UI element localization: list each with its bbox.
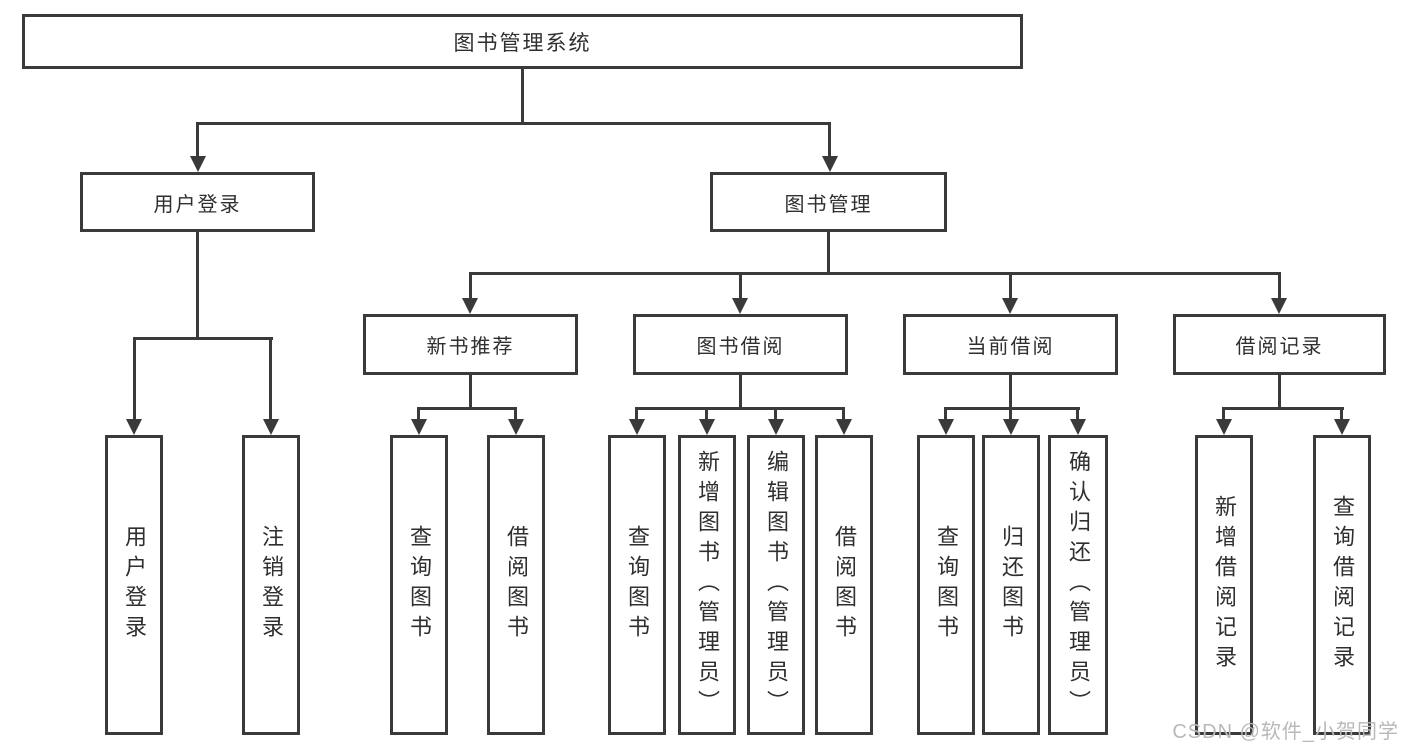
node-book-borrow: 图书借阅 bbox=[633, 314, 848, 375]
connector-to-leaf-query-record bbox=[1340, 407, 1343, 419]
leaf-user-login-label: 用户登录 bbox=[122, 525, 147, 645]
connector-book-borrow-bar bbox=[635, 407, 845, 410]
connector-borrow-records-bar bbox=[1222, 407, 1344, 410]
arrowhead-leaf-query-books-3 bbox=[938, 419, 954, 435]
node-borrow-records: 借阅记录 bbox=[1173, 314, 1386, 375]
leaf-borrow-books-2-label: 借阅图书 bbox=[832, 525, 857, 645]
leaf-query-books-3: 查询图书 bbox=[917, 435, 975, 735]
arrowhead-leaf-borrow-books-1 bbox=[508, 419, 524, 435]
leaf-add-borrow-record-label: 新增借阅记录 bbox=[1212, 495, 1237, 675]
connector-to-leaf-query-books-1 bbox=[417, 407, 420, 419]
leaf-query-books-1: 查询图书 bbox=[390, 435, 448, 735]
arrowhead-leaf-user-login bbox=[126, 419, 142, 435]
arrowhead-new-book-rec bbox=[462, 298, 478, 314]
node-book-borrow-label: 图书借阅 bbox=[696, 336, 785, 358]
connector-to-book-borrow bbox=[739, 272, 742, 298]
connector-to-leaf-edit-book bbox=[774, 407, 777, 419]
connector-to-leaf-add-record bbox=[1222, 407, 1225, 419]
connector-borrow-records-stem bbox=[1278, 375, 1281, 407]
connector-to-borrow-records bbox=[1278, 272, 1281, 298]
arrowhead-leaf-borrow-books-2 bbox=[836, 419, 852, 435]
node-book-mgmt: 图书管理 bbox=[710, 172, 947, 232]
connector-to-leaf-confirm-return bbox=[1076, 407, 1079, 419]
node-library-system: 图书管理系统 bbox=[22, 14, 1023, 69]
connector-to-book-mgmt bbox=[828, 122, 831, 158]
arrowhead-leaf-query-books-2 bbox=[629, 419, 645, 435]
connector-to-leaf-logout bbox=[269, 337, 272, 419]
leaf-query-books-2: 查询图书 bbox=[608, 435, 666, 735]
node-user-login-label: 用户登录 bbox=[153, 193, 242, 216]
leaf-query-books-1-label: 查询图书 bbox=[407, 525, 432, 645]
leaf-borrow-books-1: 借阅图书 bbox=[487, 435, 545, 735]
leaf-add-borrow-record: 新增借阅记录 bbox=[1195, 435, 1253, 735]
arrowhead-leaf-edit-book bbox=[768, 419, 784, 435]
node-user-login: 用户登录 bbox=[80, 172, 315, 232]
connector-to-leaf-user-login bbox=[133, 337, 136, 419]
leaf-borrow-books-2: 借阅图书 bbox=[815, 435, 873, 735]
leaf-borrow-books-1-label: 借阅图书 bbox=[504, 525, 529, 645]
node-book-mgmt-label: 图书管理 bbox=[784, 193, 873, 216]
node-borrow-records-label: 借阅记录 bbox=[1235, 336, 1324, 358]
leaf-add-book-admin: 新增图书（管理员） bbox=[678, 435, 736, 735]
connector-to-leaf-return-book bbox=[1009, 407, 1012, 419]
leaf-add-book-admin-label: 新增图书（管理员） bbox=[695, 450, 720, 720]
connector-book-borrow-stem bbox=[739, 375, 742, 407]
leaf-return-book: 归还图书 bbox=[982, 435, 1040, 735]
leaf-query-books-2-label: 查询图书 bbox=[625, 525, 650, 645]
arrowhead-book-borrow bbox=[732, 298, 748, 314]
connector-book-mgmt-stem bbox=[827, 232, 830, 272]
connector-book-mgmt-bar bbox=[469, 272, 1281, 275]
arrowhead-leaf-return-book bbox=[1003, 419, 1019, 435]
leaf-query-borrow-record-label: 查询借阅记录 bbox=[1330, 495, 1355, 675]
connector-current-borrow-bar bbox=[944, 407, 1080, 410]
connector-user-login-bar bbox=[133, 337, 273, 340]
arrowhead-book-mgmt bbox=[822, 156, 838, 172]
arrowhead-user-login bbox=[190, 156, 206, 172]
connector-root-stem bbox=[521, 69, 524, 122]
arrowhead-leaf-query-books-1 bbox=[411, 419, 427, 435]
arrowhead-borrow-records bbox=[1271, 298, 1287, 314]
watermark: CSDN @软件_小贺同学 bbox=[1172, 721, 1399, 743]
connector-to-current-borrow bbox=[1009, 272, 1012, 298]
connector-to-leaf-borrow-books-2 bbox=[842, 407, 845, 419]
leaf-logout: 注销登录 bbox=[242, 435, 300, 735]
connector-to-leaf-query-books-3 bbox=[944, 407, 947, 419]
connector-to-leaf-borrow-books-1 bbox=[514, 407, 517, 419]
leaf-logout-label: 注销登录 bbox=[259, 525, 284, 645]
node-library-system-label: 图书管理系统 bbox=[453, 31, 592, 55]
leaf-edit-book-admin: 编辑图书（管理员） bbox=[747, 435, 805, 735]
connector-current-borrow-stem bbox=[1009, 375, 1012, 407]
node-new-book-rec-label: 新书推荐 bbox=[426, 336, 515, 358]
connector-to-new-book-rec bbox=[469, 272, 472, 298]
connector-root-bar bbox=[196, 122, 831, 125]
arrowhead-leaf-query-record bbox=[1334, 419, 1350, 435]
leaf-query-books-3-label: 查询图书 bbox=[934, 525, 959, 645]
connector-user-login-stem bbox=[196, 232, 199, 337]
connector-to-user-login bbox=[196, 122, 199, 158]
node-current-borrow: 当前借阅 bbox=[903, 314, 1118, 375]
leaf-edit-book-admin-label: 编辑图书（管理员） bbox=[764, 450, 789, 720]
connector-to-leaf-add-book bbox=[705, 407, 708, 419]
arrowhead-leaf-confirm-return bbox=[1070, 419, 1086, 435]
leaf-return-book-label: 归还图书 bbox=[999, 525, 1024, 645]
node-current-borrow-label: 当前借阅 bbox=[966, 336, 1055, 358]
arrowhead-leaf-add-record bbox=[1216, 419, 1232, 435]
arrowhead-current-borrow bbox=[1002, 298, 1018, 314]
node-new-book-rec: 新书推荐 bbox=[363, 314, 578, 375]
leaf-query-borrow-record: 查询借阅记录 bbox=[1313, 435, 1371, 735]
arrowhead-leaf-logout bbox=[263, 419, 279, 435]
leaf-user-login: 用户登录 bbox=[105, 435, 163, 735]
leaf-confirm-return-admin: 确认归还（管理员） bbox=[1048, 435, 1108, 735]
leaf-confirm-return-admin-label: 确认归还（管理员） bbox=[1066, 450, 1091, 720]
connector-new-book-rec-bar bbox=[417, 407, 517, 410]
connector-to-leaf-query-books-2 bbox=[635, 407, 638, 419]
connector-new-book-rec-stem bbox=[469, 375, 472, 407]
arrowhead-leaf-add-book bbox=[699, 419, 715, 435]
